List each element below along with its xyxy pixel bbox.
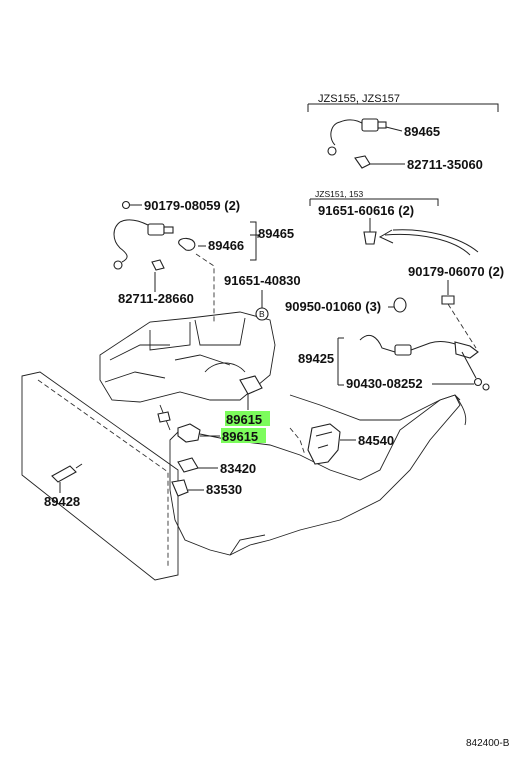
label-83420: 83420 (220, 461, 256, 476)
part-90179-06070[interactable]: 90179-06070 (2) (408, 264, 504, 349)
label-89465-upper: 89465 (404, 124, 440, 139)
label-90430-08252: 90430-08252 (346, 376, 423, 391)
group-jzs151: JZS151, 153 (309, 189, 439, 206)
part-89466[interactable]: 89466 (178, 221, 257, 261)
part-89465-lower[interactable]: 89465 (113, 219, 294, 271)
highlight-89615-lower (221, 428, 266, 443)
part-91651-60616[interactable]: 91651-60616 (2) (318, 203, 479, 256)
label-90950-01060: 90950-01060 (3) (285, 299, 381, 314)
label-82711-35060: 82711-35060 (407, 157, 483, 172)
label-90179-08059: 90179-08059 (2) (144, 198, 240, 213)
highlight-89615-upper (225, 411, 270, 426)
label-ref-b: B (259, 309, 265, 319)
label-89615-lower: 89615 (222, 429, 258, 444)
oil-pan (169, 394, 461, 556)
part-90950-01060[interactable]: 90950-01060 (3) (285, 297, 407, 314)
group-label-jzs155: JZS155, JZS157 (318, 93, 400, 105)
label-84540: 84540 (358, 433, 394, 448)
label-91651-60616: 91651-60616 (2) (318, 203, 414, 218)
part-82711-28660[interactable]: 82711-28660 (118, 272, 194, 306)
group-jzs155: JZS155, JZS157 (307, 93, 499, 112)
label-89615-upper: 89615 (226, 412, 262, 427)
label-83530: 83530 (206, 482, 242, 497)
part-89615-lower[interactable]: 89615 (157, 411, 266, 444)
label-89465-lower: 89465 (258, 226, 294, 241)
part-84540[interactable]: 84540 (289, 423, 394, 465)
part-82711-35060[interactable]: 82711-35060 (354, 155, 483, 172)
label-91651-40830: 91651-40830 (224, 273, 301, 288)
diagram-code: 842400-B (466, 738, 510, 749)
label-89466: 89466 (208, 238, 244, 253)
part-89465-upper[interactable]: 89465 (327, 118, 440, 156)
part-83420[interactable]: 83420 (177, 457, 256, 476)
label-89425: 89425 (298, 351, 334, 366)
part-83530[interactable]: 83530 (171, 479, 242, 497)
label-89428: 89428 (44, 494, 80, 509)
part-90179-08059[interactable]: 90179-08059 (2) (121, 198, 241, 213)
label-82711-28660: 82711-28660 (118, 291, 194, 306)
part-89428[interactable]: 89428 (44, 463, 83, 509)
label-90179-06070: 90179-06070 (2) (408, 264, 504, 279)
part-91651-40830[interactable]: 91651-40830 B (195, 253, 301, 322)
group-label-jzs151: JZS151, 153 (315, 189, 363, 199)
part-89425[interactable]: 89425 (298, 335, 483, 387)
part-89615-upper[interactable]: 89615 (225, 375, 270, 427)
part-90430-08252[interactable]: 90430-08252 (346, 376, 490, 391)
radiator (21, 371, 179, 581)
